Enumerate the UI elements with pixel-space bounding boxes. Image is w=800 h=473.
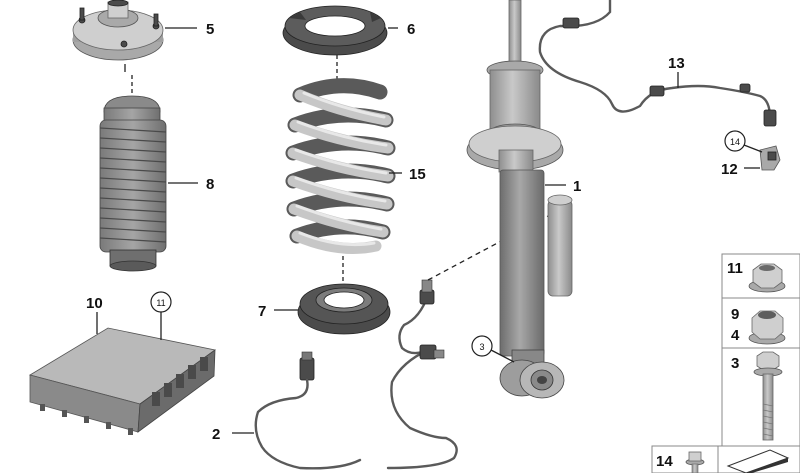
callout-8: 8: [206, 176, 214, 193]
callout-14: 14: [730, 137, 740, 147]
control-module-part: [28, 327, 216, 435]
leader-14: [743, 144, 763, 153]
wear-sensor-cable-part: [538, 0, 777, 127]
panel-label-4: 4: [731, 327, 740, 344]
callout-11: 11: [156, 298, 165, 308]
dust-boot-part: [99, 75, 167, 272]
sensor-cable-part: [254, 351, 362, 470]
fastener-panel: 11 9 4 3 14: [651, 253, 800, 473]
coil-spring-part: [285, 78, 396, 254]
arrow-symbol-icon: [726, 449, 790, 473]
shock-absorber-part: [466, 0, 573, 399]
hex-nut-flange-icon: [748, 263, 786, 293]
callout-7: 7: [258, 303, 266, 320]
hex-nut-icon: [748, 310, 786, 345]
callout-13: 13: [668, 55, 685, 72]
panel-label-14: 14: [656, 453, 673, 470]
upper-spring-pad-part: [282, 5, 388, 82]
panel-label-9: 9: [731, 306, 739, 323]
strut-mount-part: [72, 0, 164, 72]
callout-3-circle: [471, 335, 493, 357]
callout-1: 1: [573, 178, 581, 195]
callout-10: 10: [86, 295, 103, 312]
callout-5: 5: [206, 21, 214, 38]
harness-cable-part: [386, 214, 551, 470]
leader-3: [490, 349, 515, 363]
callout-14-circle: [724, 130, 746, 152]
small-bolt-icon: [685, 451, 705, 473]
callout-12: 12: [721, 161, 738, 178]
clip-part: [759, 145, 781, 171]
callout-2: 2: [212, 426, 220, 443]
panel-label-11: 11: [727, 260, 743, 277]
callout-15: 15: [409, 166, 426, 183]
lower-spring-pad-part: [297, 256, 391, 335]
flange-bolt-icon: [753, 351, 783, 441]
panel-label-3: 3: [731, 355, 739, 372]
callout-3: 3: [479, 342, 484, 352]
callout-6: 6: [407, 21, 415, 38]
